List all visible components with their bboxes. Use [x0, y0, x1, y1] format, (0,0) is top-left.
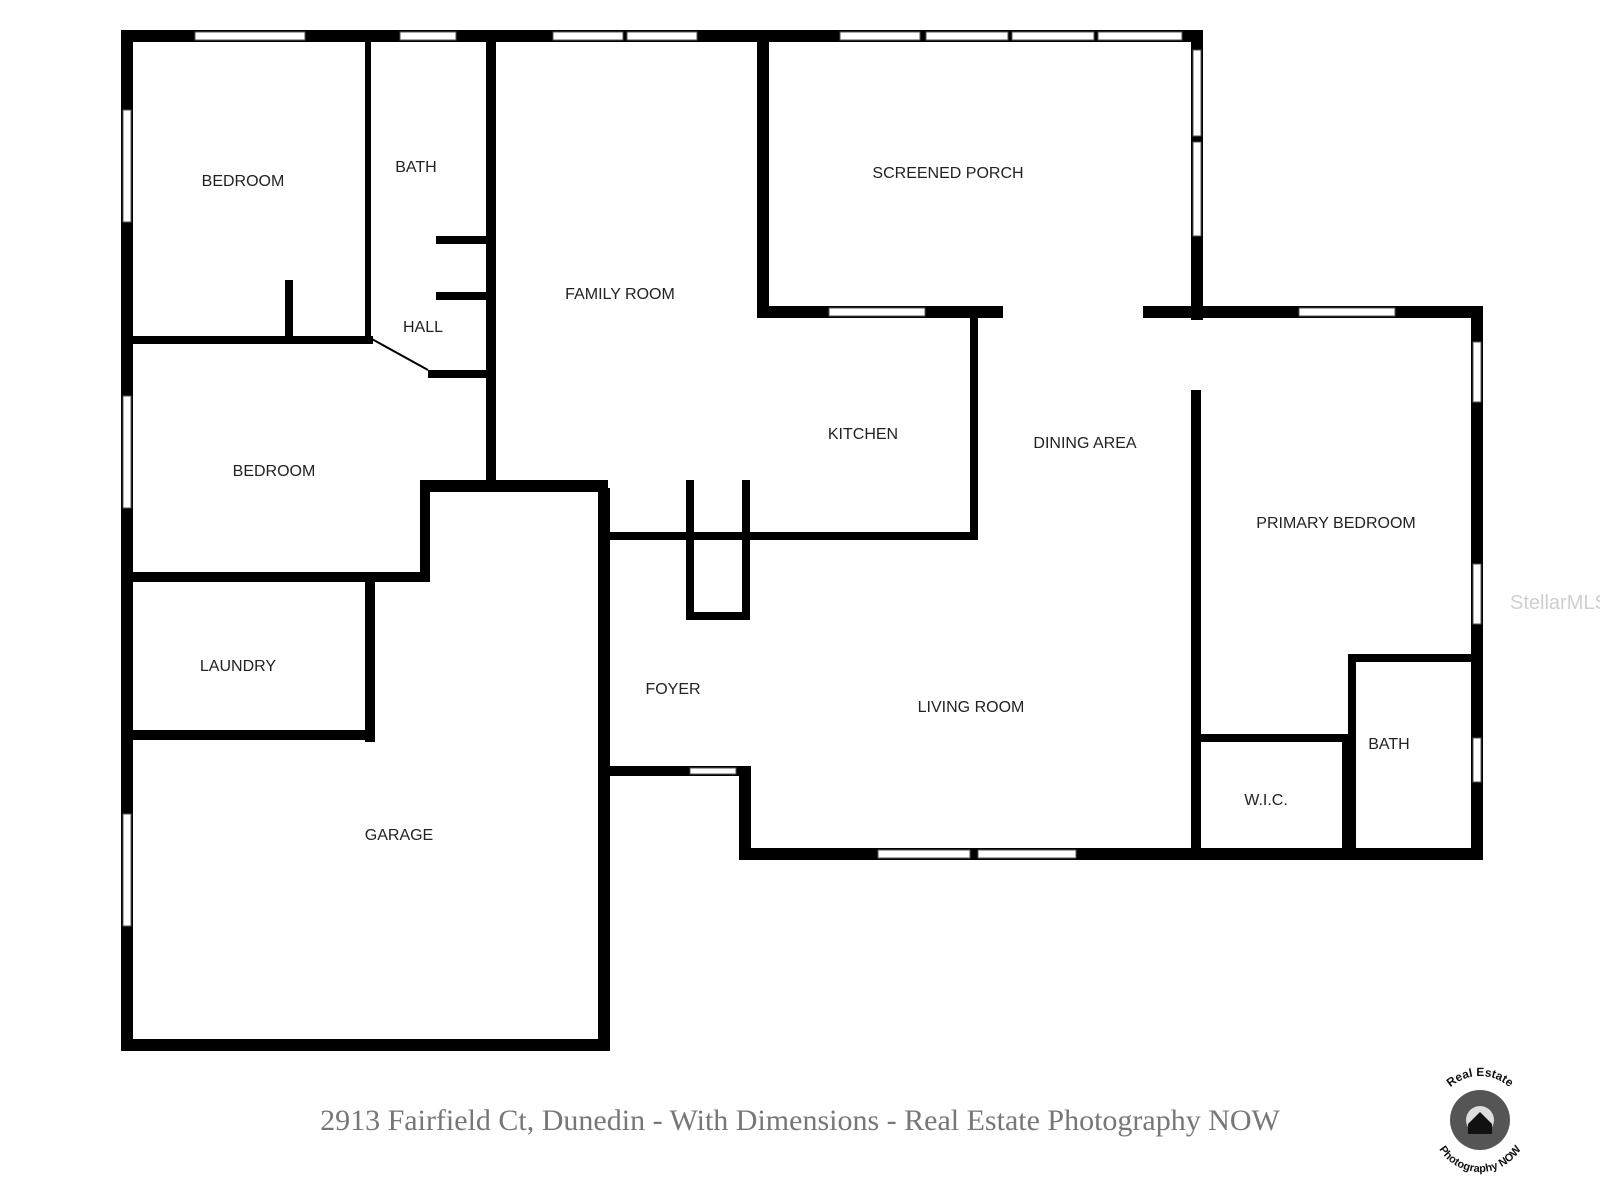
room-label-dining-area: DINING AREA — [1033, 435, 1136, 452]
room-label-family-room: FAMILY ROOM — [565, 286, 675, 303]
room-label-bath-2: BATH — [1368, 736, 1409, 753]
walls — [121, 30, 1483, 1051]
room-label-wic: W.I.C. — [1244, 792, 1288, 809]
room-label-bedroom-2: BEDROOM — [233, 463, 316, 480]
room-label-garage: GARAGE — [365, 827, 433, 844]
room-labels: BEDROOM BATH FAMILY ROOM SCREENED PORCH … — [200, 159, 1416, 844]
room-label-primary-bedroom: PRIMARY BEDROOM — [1256, 515, 1415, 532]
room-label-foyer: FOYER — [645, 681, 700, 698]
camera-aperture-house-icon: Real Estate Photography NOW — [1437, 1065, 1524, 1175]
room-label-bath-1: BATH — [395, 159, 436, 176]
room-label-laundry: LAUNDRY — [200, 658, 277, 675]
room-label-hall: HALL — [403, 319, 443, 336]
room-label-kitchen: KITCHEN — [828, 426, 898, 443]
windows — [122, 31, 1482, 927]
mls-watermark: StellarMLS — [1510, 592, 1600, 614]
room-label-bedroom-1: BEDROOM — [202, 173, 285, 190]
room-label-living-room: LIVING ROOM — [918, 699, 1025, 716]
doors — [369, 337, 429, 371]
room-label-screened-porch: SCREENED PORCH — [872, 165, 1023, 182]
plan-caption: 2913 Fairfield Ct, Dunedin - With Dimens… — [320, 1104, 1280, 1137]
logo-top-text: Real Estate — [1444, 1065, 1517, 1090]
